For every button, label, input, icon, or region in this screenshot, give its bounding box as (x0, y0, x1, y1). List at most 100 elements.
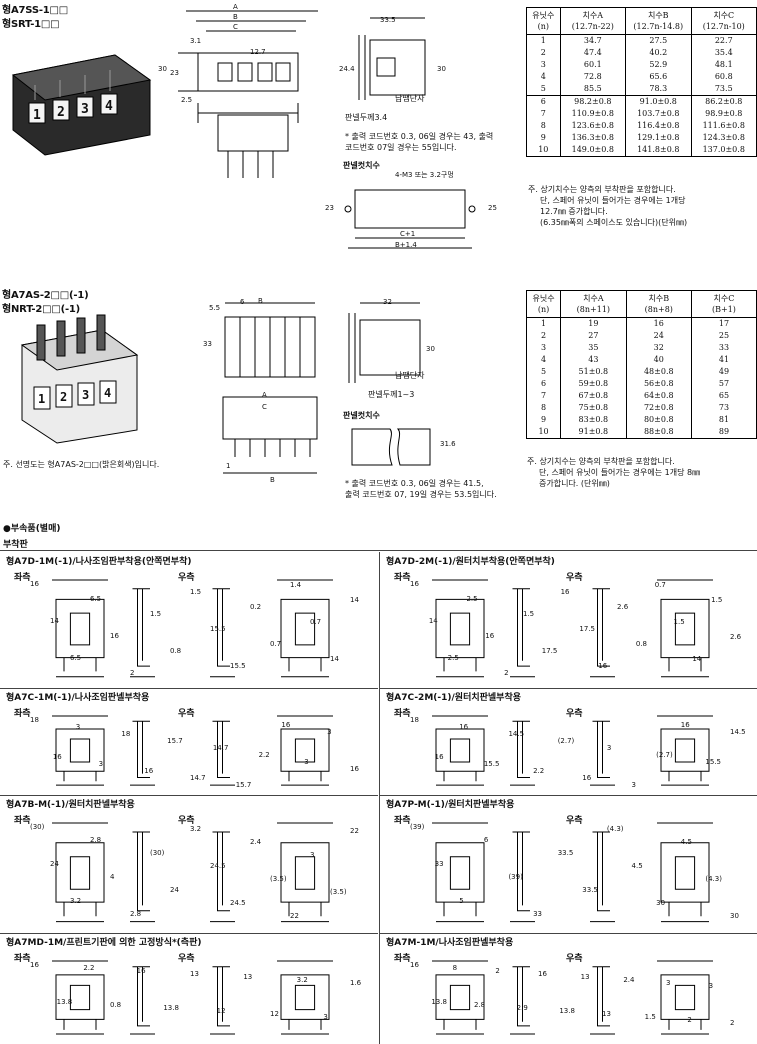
right-side-label: 우측 (178, 573, 195, 583)
bracket-left-front-drawing (40, 712, 120, 789)
table2-cell: 49 (690, 366, 756, 378)
table2-cell: 67±0.8 (560, 390, 627, 402)
side2-dim-30: 30 (426, 345, 435, 353)
divider-accessories-top (0, 550, 757, 551)
table2-header-0: 유닛수 (n) (527, 291, 561, 318)
right-side-label: 우측 (178, 709, 195, 719)
table1-cell: 4 (540, 72, 546, 81)
table1-cell: 111.6±0.8 (690, 120, 756, 132)
photo-note-2: 주. 선명도는 형A7AS-2□□(밝은회색)입니다. (3, 460, 160, 469)
cut-dim-b14: B+1.4 (395, 241, 417, 249)
table2-cell: 41 (690, 354, 756, 366)
table2-cell: 81 (690, 414, 756, 426)
bracket-right-front-drawing (265, 576, 345, 682)
side-dim-33-5: 33.5 (380, 16, 396, 24)
dimension-label: 2 (730, 1019, 735, 1027)
dimension-label: 3.2 (190, 825, 202, 833)
bracket-left-side-drawing (500, 819, 550, 927)
dimension-label: 15.5 (210, 625, 226, 633)
table1-cell: 85.5 (559, 83, 626, 96)
bracket-right-front-drawing (265, 819, 345, 927)
dimension-label: 13.8 (163, 1004, 179, 1012)
side-dim-24-4: 24.4 (339, 65, 355, 73)
table1-cell: 60.8 (690, 71, 756, 83)
table2-header-1: 치수A(8n+11) (560, 291, 627, 318)
bracket-left-side-drawing (500, 957, 550, 1038)
bracket-left-front-drawing (420, 576, 500, 682)
left-side-label: 좌측 (14, 816, 31, 826)
table2-header-2: 치수B(8n+8) (625, 291, 692, 318)
table1-cell: 1 (540, 36, 546, 45)
code-note-2-line-1: * 출력 코드번호 0.3, 06일 경우는 41.5, (345, 479, 484, 488)
dimension-label: 18 (410, 716, 419, 724)
dim2-c: C (262, 403, 267, 411)
dimension-label: 14.5 (730, 728, 746, 736)
dimension-label: 15.7 (235, 781, 252, 789)
dimension-label: 2 (687, 1016, 692, 1024)
table2-cell: 5 (540, 367, 547, 376)
dimension-label: 12 (270, 1010, 279, 1018)
svg-text:1: 1 (33, 108, 41, 123)
bracket-left-side-drawing (120, 819, 170, 927)
table1-cell: 91.0±0.8 (625, 95, 691, 108)
dim-30: 30 (158, 65, 167, 73)
terminal-label-1: 납땜단자 (395, 94, 425, 103)
table1-header-1-bottom: (12.7n-22) (571, 22, 614, 31)
table2-cell: 48±0.8 (625, 366, 692, 378)
dimension-label: 16 (136, 967, 146, 975)
table2-header-0-top: 유닛수 (532, 294, 555, 303)
dimension-label: 16 (582, 774, 592, 782)
dimension-label: 2.2 (258, 751, 270, 759)
table1-cell: 103.7±0.8 (625, 108, 691, 120)
bracket-right-front-drawing (645, 712, 725, 789)
table2-header-2-top: 치수B (648, 294, 670, 303)
dimension-label: 2 (130, 669, 135, 677)
table1-cell: 2 (540, 48, 546, 57)
dimension-label: 17.5 (579, 625, 595, 633)
table-note-1-line-2: 단, 스페어 유닛이 들어가는 경우에는 1개당 (540, 196, 686, 205)
dimension-label: 30 (656, 899, 666, 907)
dimension-label: 3 (75, 723, 81, 731)
dimension-label: 0.7 (654, 581, 666, 589)
table-note-1-line-1: 주. 상기치수는 양측의 부착판을 포함합니다. (528, 185, 676, 194)
dimension-label: 13.8 (559, 1007, 575, 1015)
dimension-label: 13.8 (56, 998, 73, 1006)
table2-header-1-bottom: (8n+11) (576, 305, 611, 314)
dimension-label: 16 (680, 721, 690, 729)
dim-23: 23 (170, 69, 179, 77)
table2-cell: 91±0.8 (560, 426, 627, 438)
table1-header-0-bottom: (n) (537, 22, 549, 31)
table2-cell: 51±0.8 (560, 366, 627, 378)
dimension-label: 1.5 (644, 1013, 656, 1021)
table1-cell: 123.6±0.8 (559, 120, 626, 132)
table2-cell: 27 (560, 330, 627, 342)
table2-cell: 59±0.8 (560, 378, 627, 390)
table2-header-0-bottom: (n) (537, 305, 550, 314)
dimension-label: 2.4 (250, 838, 262, 846)
dimension-label: 0.7 (270, 640, 282, 648)
cut-dim-25: 25 (488, 204, 497, 212)
dimension-label: (39) (410, 823, 425, 831)
dimension-label: 15.5 (483, 760, 500, 768)
dimension-label: (4.3) (606, 825, 624, 833)
dimension-label: 24 (170, 886, 179, 894)
dimension-label: (3.5) (330, 888, 347, 896)
table1-cell: 35.4 (690, 47, 756, 59)
accessories-heading: ●부속품(별매) (3, 524, 61, 534)
dimension-label: 16 (30, 961, 39, 969)
bracket-right-front-drawing (645, 576, 725, 682)
dimension-label: 3 (631, 781, 636, 789)
table2-header-3: 치수C(B+1) (690, 291, 756, 318)
accessories-subheading: 부착판 (3, 540, 28, 550)
